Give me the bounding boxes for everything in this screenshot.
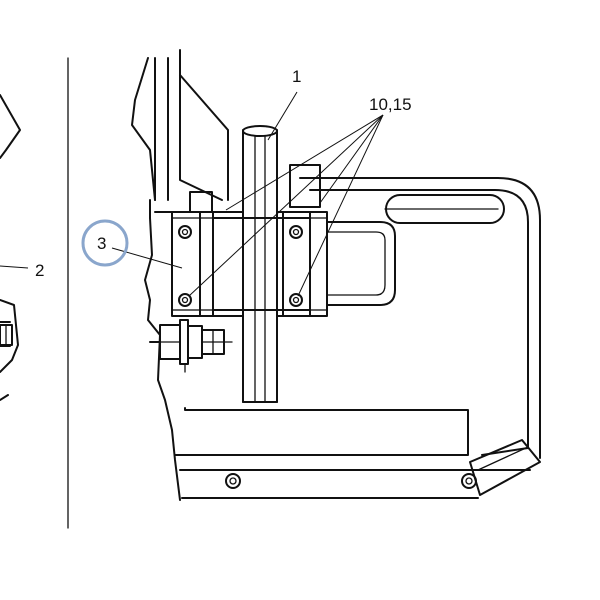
bolt-top-right <box>289 225 303 239</box>
leader-part-3 <box>111 247 183 269</box>
leader-part-10-15-d <box>297 114 384 297</box>
bottom-rail-bolts <box>225 473 477 489</box>
c-frame-slot <box>384 194 505 224</box>
clamp-front-plate <box>212 217 311 311</box>
leader-part-2 <box>0 265 29 269</box>
lower-bolt-nut <box>149 319 233 373</box>
callout-part-3: 3 <box>97 234 106 253</box>
callout-parts-10-15: 10,15 <box>369 95 412 114</box>
highlight-ring <box>81 219 129 267</box>
bolt-head-left <box>0 324 13 346</box>
callout-part-2: 2 <box>35 261 44 280</box>
leader-part-10-15-c <box>319 114 384 204</box>
bolt-bottom-left <box>178 293 192 307</box>
handle-loop <box>321 221 396 306</box>
upper-frame <box>131 49 229 219</box>
callout-part-1: 1 <box>292 67 301 86</box>
top-right-block <box>289 164 321 208</box>
bolt-bottom-right <box>289 293 303 307</box>
vertical-shaft <box>242 125 278 403</box>
handle-loop-inner <box>321 231 386 296</box>
clamp-bolts <box>178 225 303 307</box>
leader-part-1 <box>267 91 298 141</box>
rail-bolt-left <box>225 473 241 489</box>
bolt-top-left <box>178 225 192 239</box>
c-frame-body <box>174 177 541 499</box>
left-partial-view <box>0 94 21 401</box>
leader-part-10-15-a <box>225 114 384 211</box>
angled-foot-plate <box>469 439 541 496</box>
leader-part-10-15-b <box>188 114 384 297</box>
rail-bolt-right <box>461 473 477 489</box>
leader-lines <box>0 91 384 297</box>
